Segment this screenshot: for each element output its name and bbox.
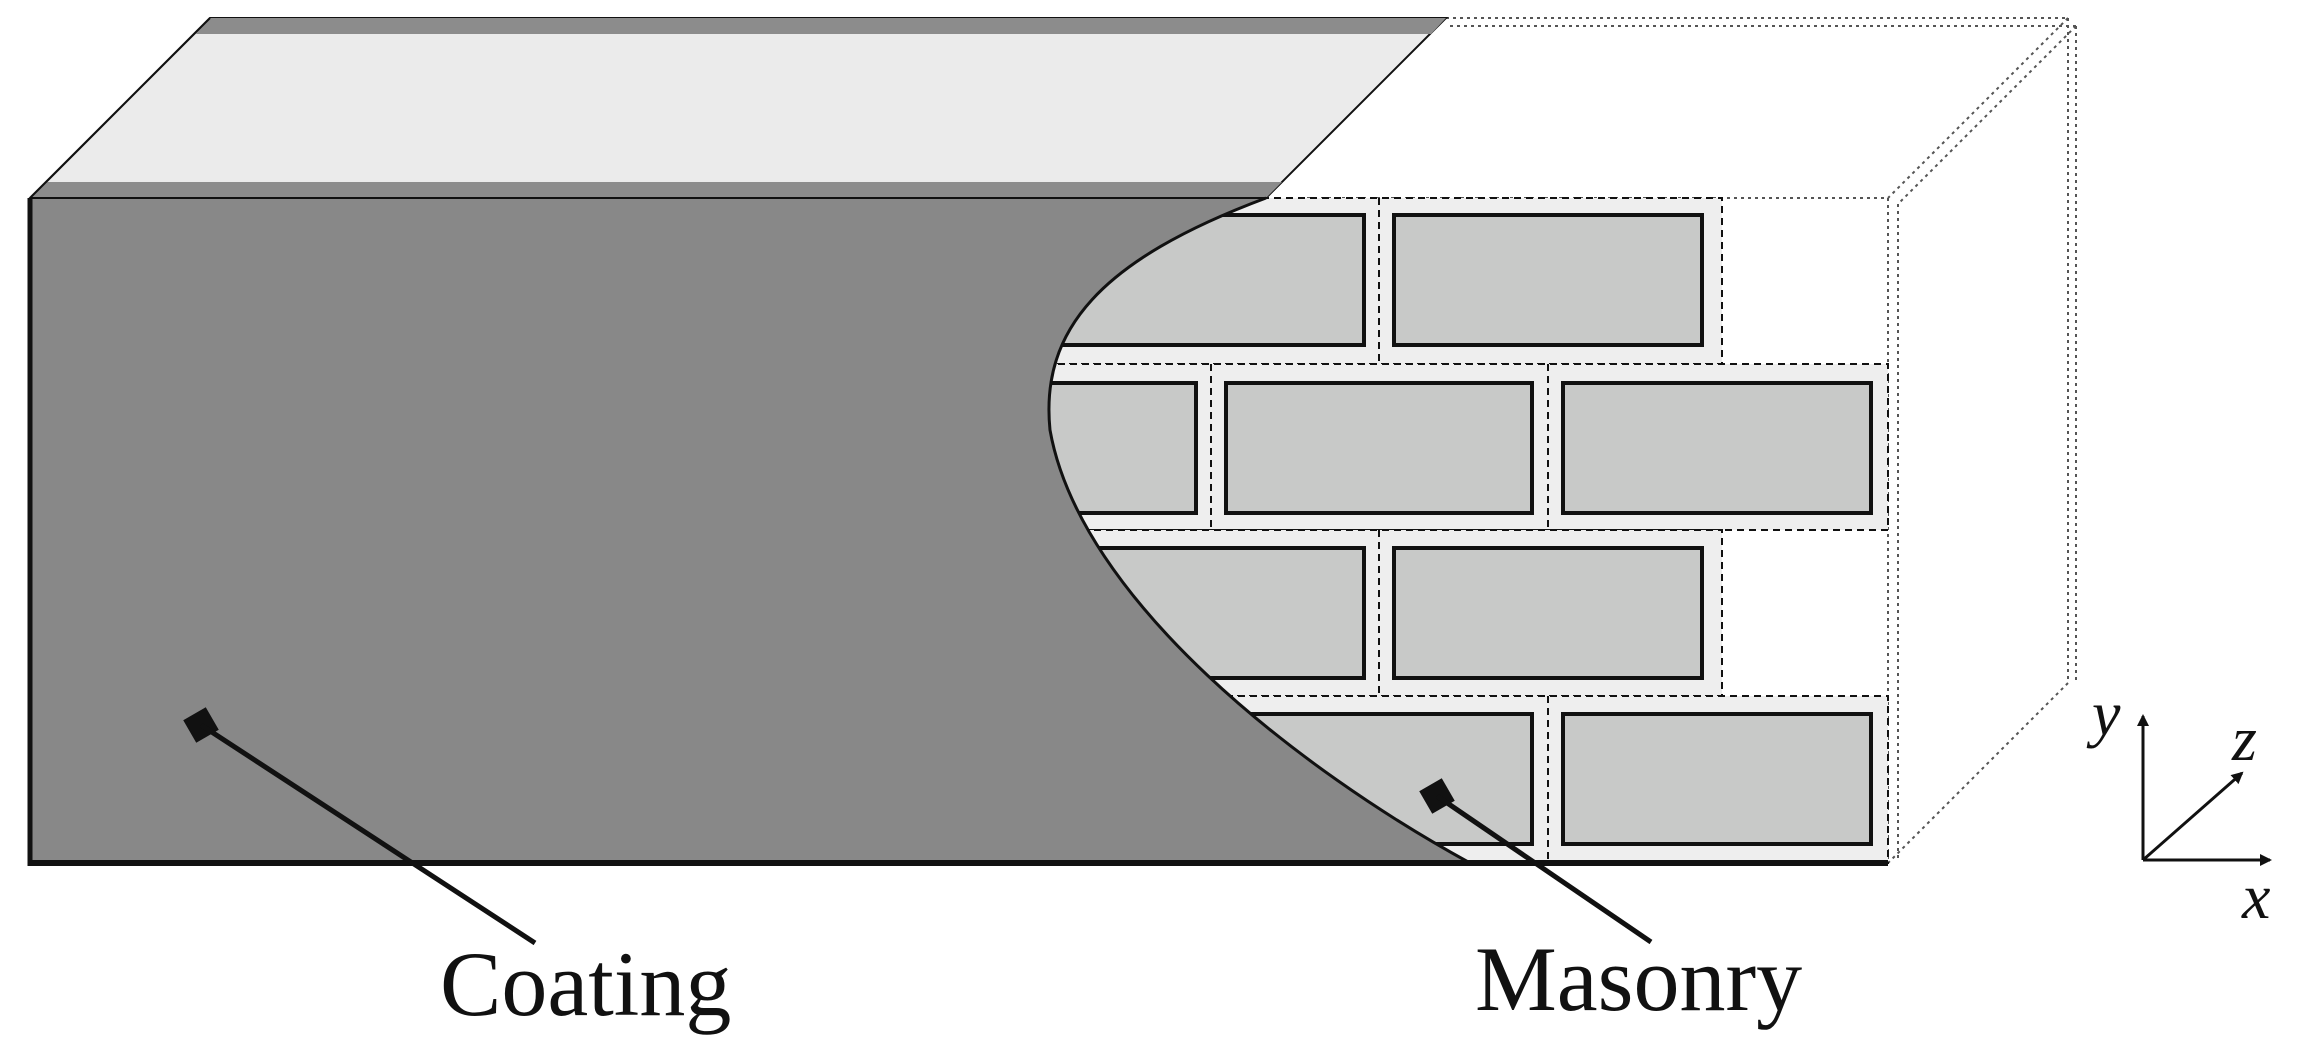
masonry-leader	[1419, 778, 1653, 945]
masonry-label: Masonry	[1475, 928, 1802, 1030]
coating-top-face	[27, 17, 1449, 199]
left-slant-edge	[29, 17, 211, 199]
brick	[1392, 213, 1704, 347]
coating-top-front-edge	[30, 182, 1282, 198]
z-axis-label: z	[2231, 703, 2257, 774]
y-axis-label: y	[2086, 678, 2121, 749]
brick	[1224, 381, 1534, 515]
z-axis-arrow	[2142, 771, 2244, 862]
brick	[1561, 381, 1873, 515]
coating-leader	[183, 707, 537, 946]
coating-cut-edge	[1047, 196, 1471, 865]
coating-top-back-edge	[196, 18, 1446, 34]
mortar-joints	[1210, 198, 1549, 863]
brick	[1561, 712, 1873, 846]
x-axis-label: x	[2241, 861, 2270, 932]
axes-triad	[2137, 714, 2272, 866]
coating-front-face	[30, 198, 1470, 863]
brick	[1392, 546, 1704, 680]
coating-label: Coating	[440, 933, 731, 1035]
bricks	[998, 213, 1873, 846]
